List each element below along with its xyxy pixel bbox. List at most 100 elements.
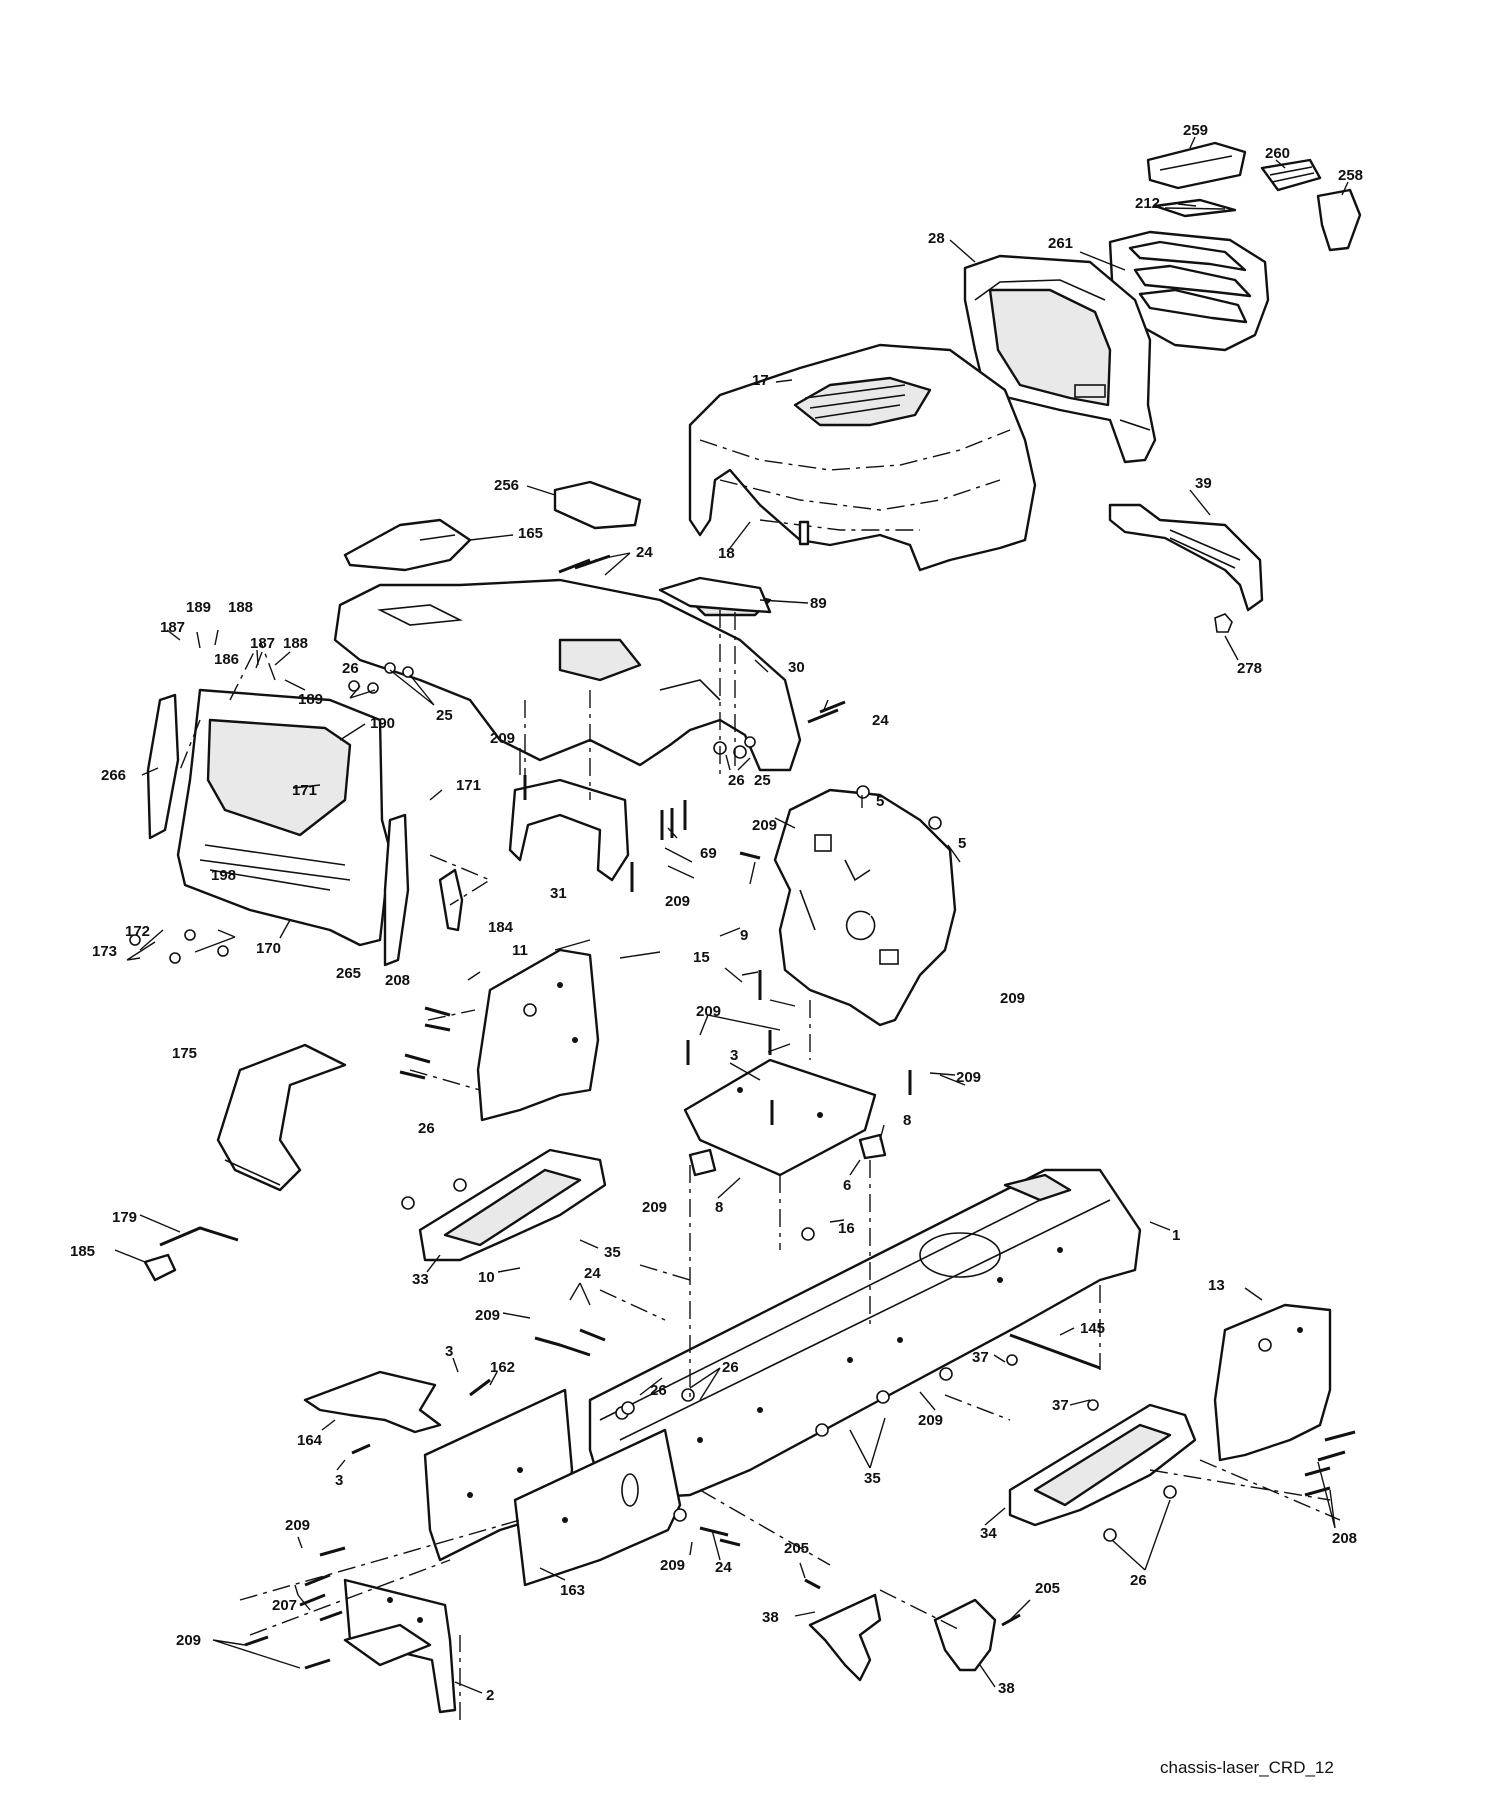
callout-37-top: 37 <box>972 1349 989 1366</box>
part-13-side-plate <box>1213 1303 1332 1462</box>
part-163-plate <box>513 1428 682 1587</box>
part-145-rod <box>1009 1333 1101 1370</box>
alignment-lines <box>179 610 1341 1720</box>
callout-145: 145 <box>1080 1320 1105 1337</box>
callout-35-frame: 35 <box>864 1470 881 1487</box>
part-266-side-strip <box>146 693 180 840</box>
callout-69: 69 <box>700 845 717 862</box>
callout-170: 170 <box>256 940 281 957</box>
callout-188-top: 188 <box>228 599 253 616</box>
callout-5-top: 5 <box>876 793 884 810</box>
callout-3-bracket: 3 <box>335 1472 343 1489</box>
part-34-footrest <box>1008 1403 1197 1527</box>
part-265-side-strip <box>383 813 410 967</box>
callout-30: 30 <box>788 659 805 676</box>
callout-38-right: 38 <box>998 1680 1015 1697</box>
callout-205-right: 205 <box>1035 1580 1060 1597</box>
callout-31: 31 <box>550 885 567 902</box>
callout-261: 261 <box>1048 235 1073 252</box>
callout-labels: 259 260 258 212 28 261 17 256 165 24 18 … <box>70 122 1363 1704</box>
part-256-cover <box>553 480 642 530</box>
part-185-pedal-pad <box>143 1253 177 1282</box>
callout-15: 15 <box>693 949 710 966</box>
callout-24-frame: 24 <box>584 1265 601 1282</box>
callout-186: 186 <box>214 651 239 668</box>
part-164-bracket <box>303 1370 442 1434</box>
part-39-bracket <box>1108 503 1264 612</box>
part-9-steering-shield <box>773 788 957 1027</box>
callout-260: 260 <box>1265 145 1290 162</box>
callout-26-upper: 26 <box>342 660 359 677</box>
callout-2: 2 <box>486 1687 494 1704</box>
part-165-seat-pan <box>343 518 472 572</box>
callout-25-upper: 25 <box>436 707 453 724</box>
callout-163: 163 <box>560 1582 585 1599</box>
part-258-end-cap <box>1316 188 1362 252</box>
callout-205-left: 205 <box>784 1540 809 1557</box>
fastener-group <box>129 662 1177 1542</box>
callout-189-right: 189 <box>298 691 323 708</box>
callout-33: 33 <box>412 1271 429 1288</box>
part-8-clamp-right <box>858 1133 887 1160</box>
callout-187-right: 187 <box>250 635 275 652</box>
part-1-main-frame <box>588 1168 1142 1502</box>
part-38-bracket-right <box>933 1598 997 1672</box>
part-11-side-plate <box>476 948 600 1122</box>
callout-209-bracket: 209 <box>665 893 690 910</box>
callout-256: 256 <box>494 477 519 494</box>
callout-18: 18 <box>718 545 735 562</box>
callout-165: 165 <box>518 525 543 542</box>
callout-8-right: 8 <box>903 1112 911 1129</box>
callout-184: 184 <box>488 919 514 936</box>
part-31-bracket <box>508 778 630 882</box>
callout-209-footrest: 209 <box>642 1199 667 1216</box>
callout-265: 265 <box>336 965 361 982</box>
callout-35-footrest: 35 <box>604 1244 621 1261</box>
callout-209-frame-left: 209 <box>475 1307 500 1324</box>
callout-179: 179 <box>112 1209 137 1226</box>
callout-189-top: 189 <box>186 599 211 616</box>
callout-8-left: 8 <box>715 1199 723 1216</box>
callout-208-left: 208 <box>385 972 410 989</box>
callout-209-lower-mid: 209 <box>660 1557 685 1574</box>
callout-3-plate: 3 <box>730 1047 738 1064</box>
callout-37-bottom: 37 <box>1052 1397 1069 1414</box>
callout-24-right: 24 <box>872 712 889 729</box>
part-89-fender-cap <box>658 576 772 614</box>
callout-6: 6 <box>843 1177 851 1194</box>
callout-25-fender: 25 <box>754 772 771 789</box>
part-260-lens <box>1260 158 1322 192</box>
callout-16: 16 <box>838 1220 855 1237</box>
callout-5-right: 5 <box>958 835 966 852</box>
callout-173: 173 <box>92 943 117 960</box>
callout-162: 162 <box>490 1359 515 1376</box>
callout-26-fender: 26 <box>728 772 745 789</box>
part-28-front-hood-panel <box>963 254 1157 464</box>
callout-171-left: 171 <box>292 782 317 799</box>
callout-190: 190 <box>370 715 395 732</box>
callout-10: 10 <box>478 1269 495 1286</box>
leader-lines <box>114 136 1349 1694</box>
callout-11: 11 <box>512 942 528 959</box>
callout-278: 278 <box>1237 660 1262 677</box>
callout-172: 172 <box>125 923 150 940</box>
callout-187-left: 187 <box>160 619 185 636</box>
callout-26-frame-mid: 26 <box>650 1382 667 1399</box>
callout-34: 34 <box>980 1525 997 1542</box>
callout-209-shield-bottom: 209 <box>1000 990 1025 1007</box>
bolt-group <box>244 554 1356 1670</box>
part-6-plate <box>683 1058 877 1177</box>
part-38-bracket-left <box>808 1593 882 1682</box>
callout-185: 185 <box>70 1243 95 1260</box>
callout-209-shield: 209 <box>752 817 777 834</box>
part-8-clamp-left <box>688 1148 717 1177</box>
callout-38-left: 38 <box>762 1609 779 1626</box>
part-179-rod <box>159 1226 239 1247</box>
callout-164: 164 <box>297 1432 323 1449</box>
callout-26-frame-right: 26 <box>722 1359 739 1376</box>
callout-24-top: 24 <box>636 544 653 561</box>
callout-9: 9 <box>740 927 748 944</box>
callout-1: 1 <box>1172 1227 1180 1244</box>
callout-209-frame-mid: 209 <box>918 1412 943 1429</box>
